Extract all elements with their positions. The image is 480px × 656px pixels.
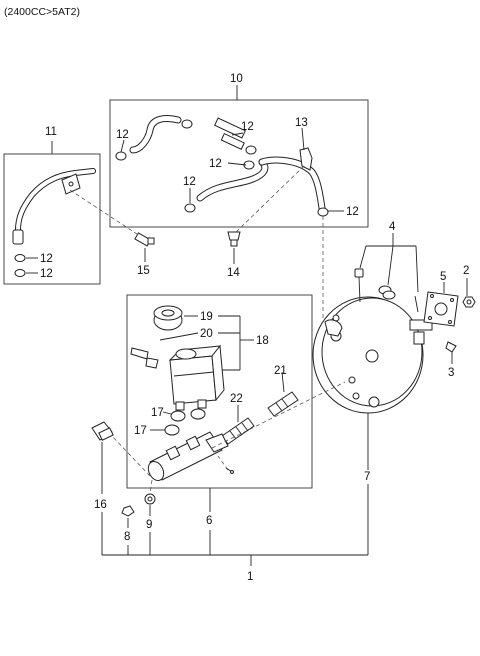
callout-7: 7 bbox=[364, 471, 370, 483]
callout-12-c: 12 bbox=[209, 158, 222, 170]
brake-booster bbox=[312, 296, 433, 414]
callout-21: 21 bbox=[274, 365, 287, 377]
primary-piston bbox=[267, 391, 299, 417]
grommets bbox=[164, 408, 206, 436]
callout-10: 10 bbox=[230, 73, 243, 85]
master-cylinder-group-box bbox=[126, 294, 313, 489]
callout-3: 3 bbox=[448, 367, 454, 379]
washer-8 bbox=[121, 505, 135, 517]
vacuum-hose-group-box bbox=[109, 99, 369, 228]
bolt-15 bbox=[134, 232, 155, 247]
callout-18: 18 bbox=[256, 335, 269, 347]
callout-13: 13 bbox=[295, 117, 308, 129]
callout-11: 11 bbox=[45, 126, 57, 138]
stud-bolts bbox=[354, 268, 419, 313]
callout-20: 20 bbox=[200, 328, 213, 340]
callout-2: 2 bbox=[463, 265, 469, 277]
reservoir-cap bbox=[153, 305, 183, 331]
callout-22: 22 bbox=[230, 393, 243, 405]
fitting-16 bbox=[91, 421, 114, 441]
variant-label: (2400CC>5AT2) bbox=[4, 6, 80, 18]
gasket bbox=[423, 291, 459, 327]
callout-6: 6 bbox=[206, 515, 212, 527]
clevis-pin bbox=[445, 341, 457, 353]
callout-12-b: 12 bbox=[241, 121, 254, 133]
vacuum-hose bbox=[115, 115, 329, 217]
master-cylinder-body bbox=[147, 431, 229, 481]
callout-14: 14 bbox=[227, 267, 240, 279]
clip-14 bbox=[227, 231, 241, 247]
seal-9 bbox=[144, 493, 156, 505]
callout-12-f: 12 bbox=[40, 253, 53, 265]
callout-12-d: 12 bbox=[183, 176, 196, 188]
vacuum-pipe bbox=[12, 168, 96, 277]
callout-17-b: 17 bbox=[134, 425, 147, 437]
callout-4: 4 bbox=[389, 221, 396, 233]
callout-5: 5 bbox=[440, 271, 446, 283]
level-sensor bbox=[130, 347, 159, 369]
callout-15: 15 bbox=[137, 265, 150, 277]
callout-12-e: 12 bbox=[346, 206, 359, 218]
callout-9: 9 bbox=[146, 519, 152, 531]
bleeder-screw bbox=[225, 467, 234, 474]
callout-12-g: 12 bbox=[40, 268, 53, 280]
callout-19: 19 bbox=[200, 311, 213, 323]
callout-12-a: 12 bbox=[116, 129, 129, 141]
callout-17-a: 17 bbox=[151, 407, 164, 419]
callout-16: 16 bbox=[94, 499, 107, 511]
nut-2 bbox=[462, 296, 476, 308]
callout-8: 8 bbox=[124, 531, 130, 543]
reservoir bbox=[168, 344, 225, 411]
callout-1: 1 bbox=[247, 571, 253, 583]
